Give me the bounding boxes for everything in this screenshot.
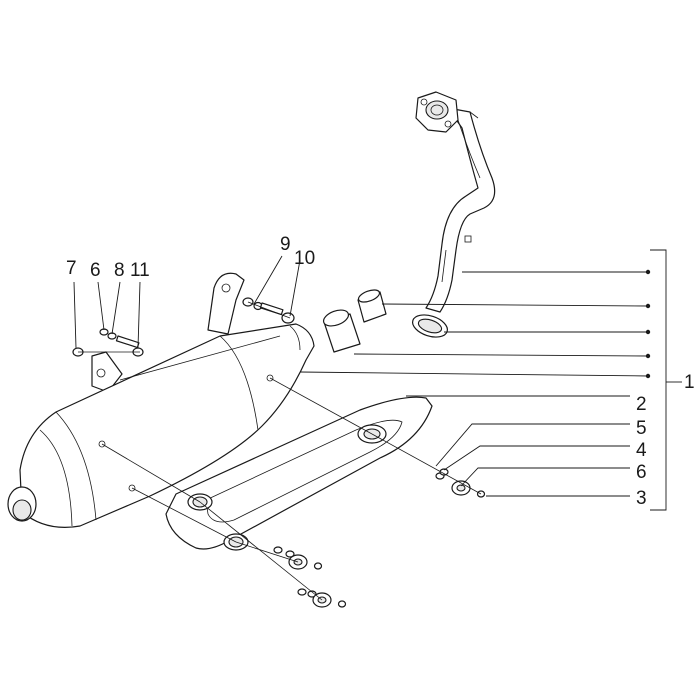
callout-9: 9 — [280, 234, 291, 255]
shield-fastener-set-lower — [297, 588, 347, 608]
callout-5: 5 — [636, 418, 647, 439]
muffler-bolt-9 — [242, 297, 284, 316]
callout-4: 4 — [636, 440, 647, 461]
sealing-sleeve-small — [357, 289, 387, 323]
shield-fastener-set-upper — [273, 546, 323, 570]
callout-8: 8 — [114, 260, 125, 281]
muffler — [19, 323, 315, 528]
muffler-mount-bracket — [91, 272, 245, 393]
callout-2: 2 — [636, 394, 647, 415]
callout-leaders — [73, 255, 649, 497]
spacer-bush-10 — [281, 312, 295, 324]
group-bracket-1 — [650, 249, 682, 511]
callout-6-left: 6 — [90, 260, 101, 281]
callout-10: 10 — [294, 248, 315, 269]
callout-1: 1 — [684, 372, 695, 393]
callout-11: 11 — [130, 260, 150, 281]
callout-3: 3 — [636, 488, 647, 509]
callout-dots — [645, 269, 651, 379]
callout-6-right: 6 — [636, 462, 647, 483]
sealing-sleeve-large — [322, 309, 361, 353]
callout-7: 7 — [66, 258, 77, 279]
bracket-bolt-set — [72, 328, 144, 357]
header-flange — [415, 91, 459, 133]
exhaust-header-pipe — [425, 107, 496, 313]
shield-fastener-set-right — [435, 468, 486, 498]
header-outlet-gasket — [412, 314, 448, 338]
muffler-tailpipe — [7, 486, 37, 522]
